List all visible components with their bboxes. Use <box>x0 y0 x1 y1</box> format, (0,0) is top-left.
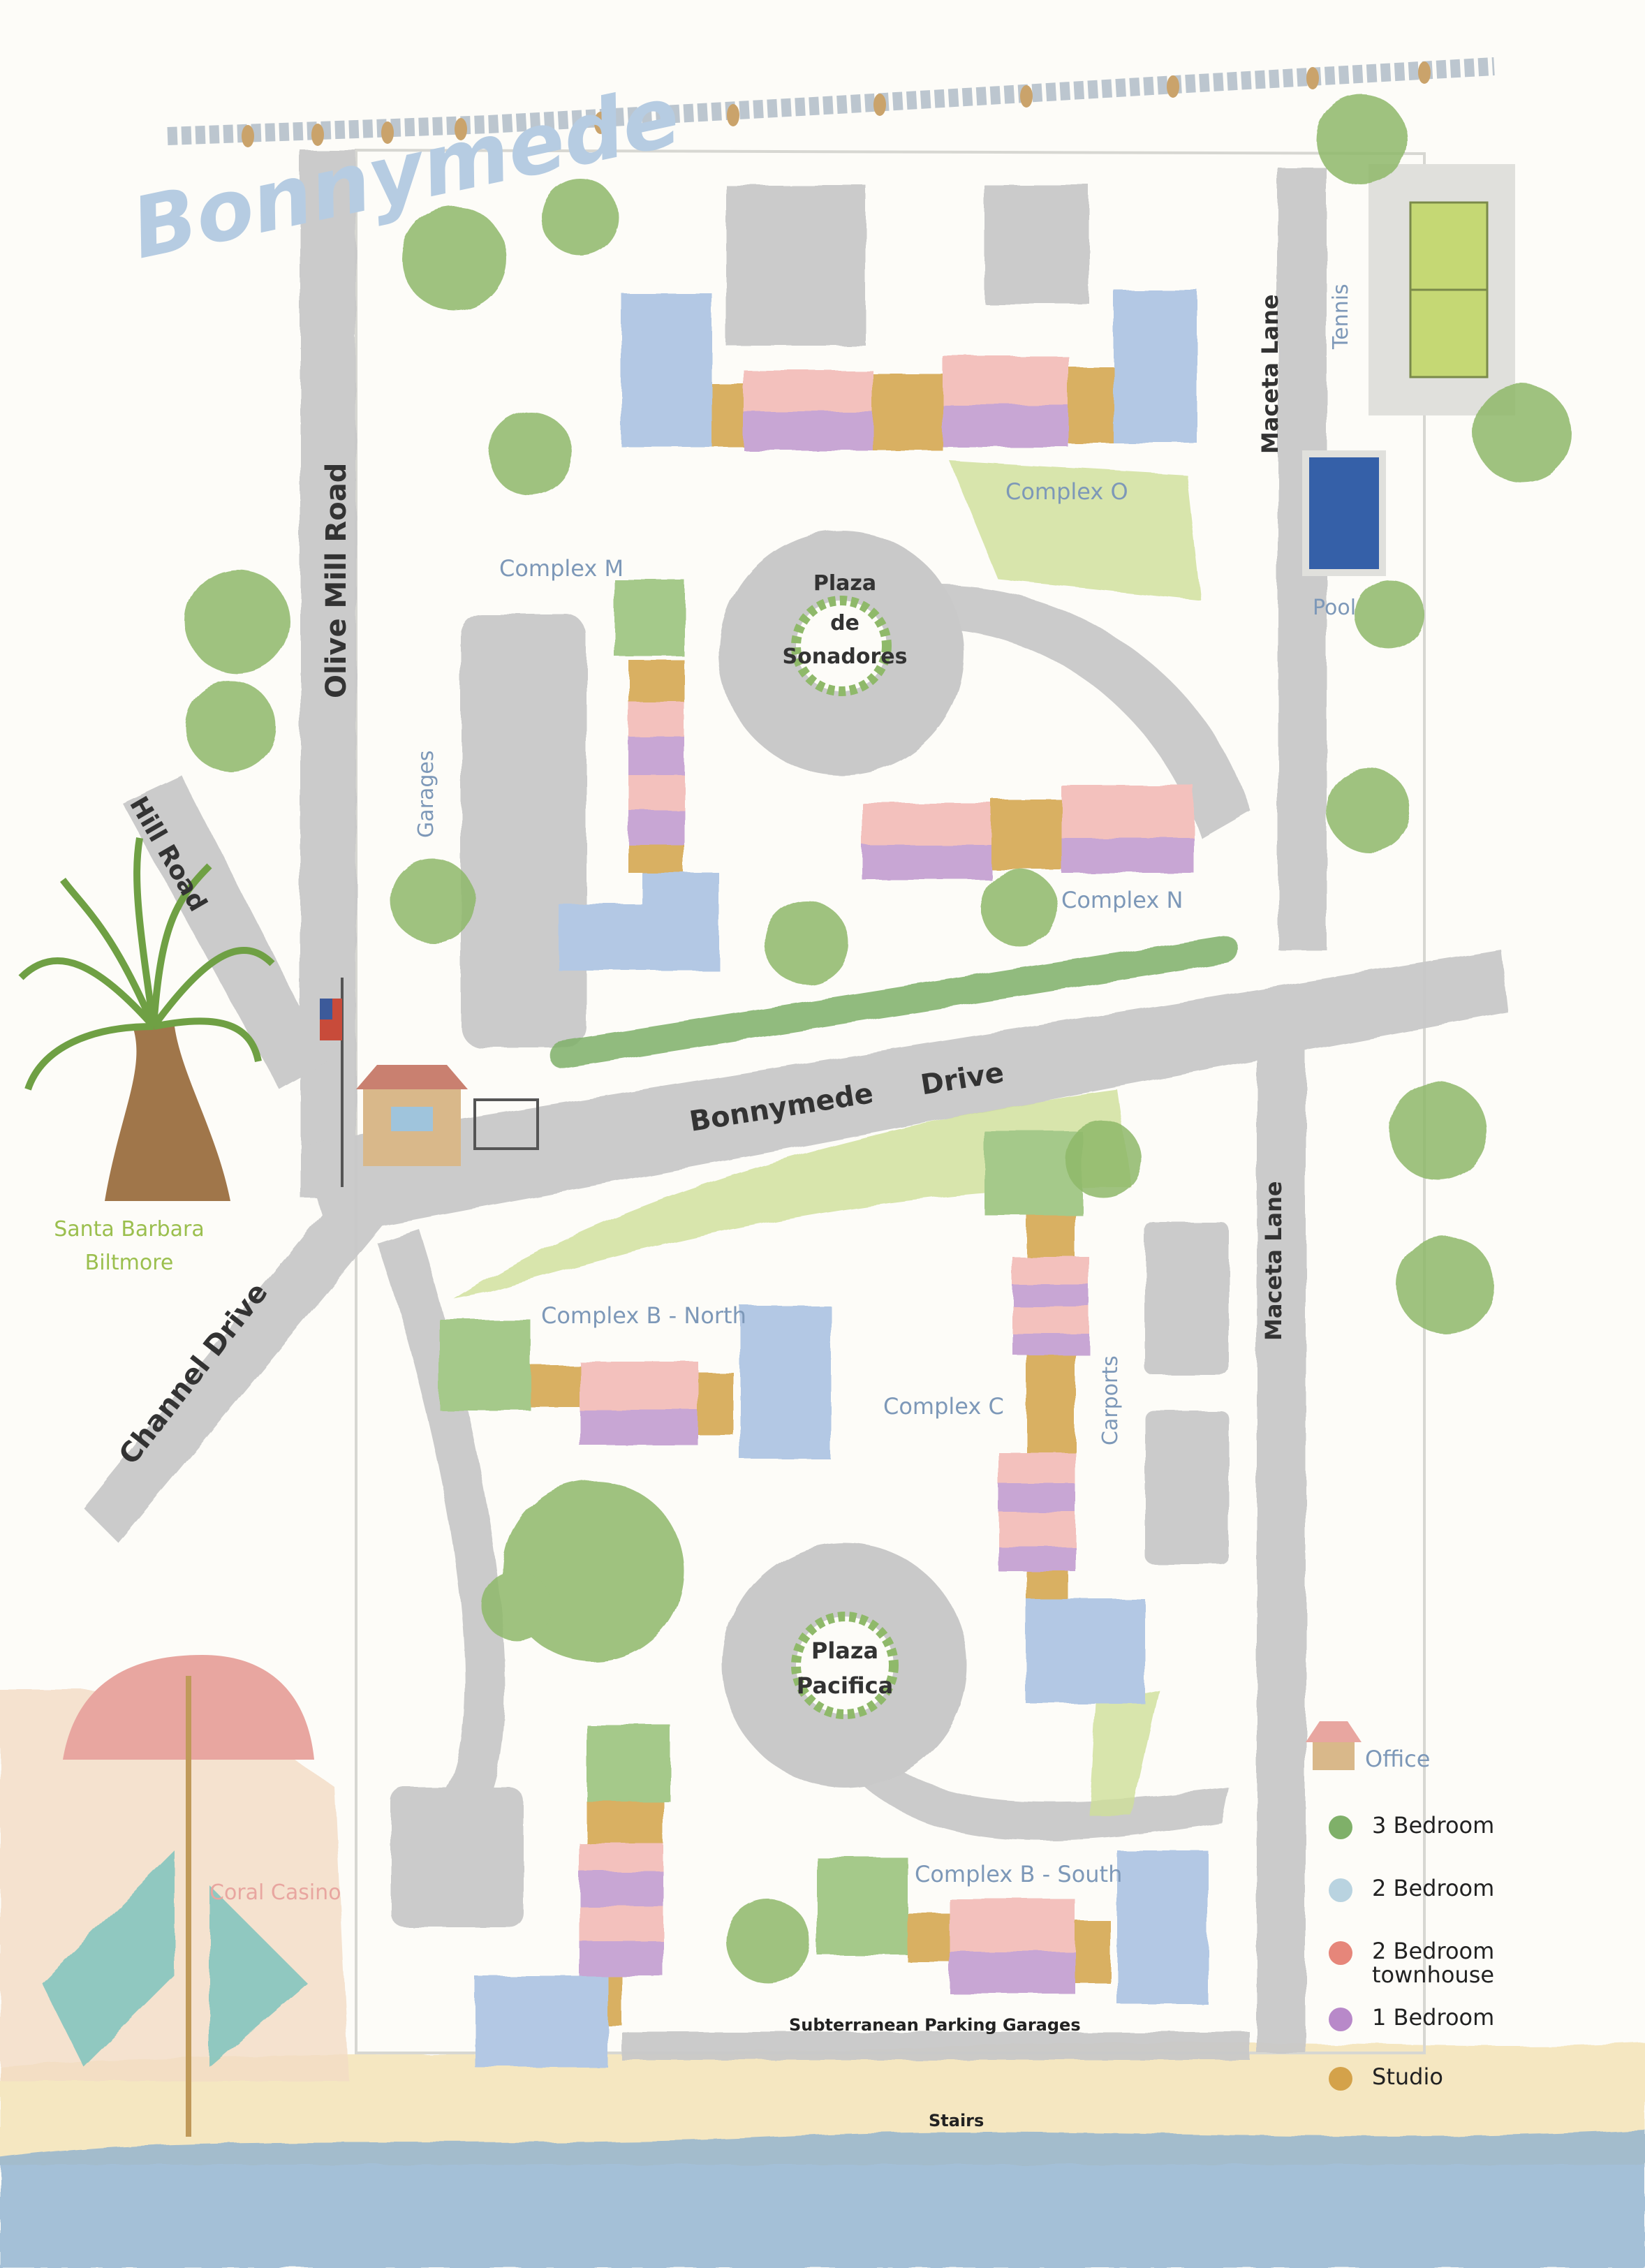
tree <box>726 1899 810 1983</box>
tree <box>1327 768 1410 852</box>
railroad <box>167 57 1495 147</box>
complex-m-label: Complex M <box>499 555 624 582</box>
bonnymede-drive <box>300 950 1508 1236</box>
tree <box>185 569 290 674</box>
legend-item-label: 2 Bedroom <box>1372 1875 1494 1901</box>
plaza-pacifica-line-2: Pacifica <box>797 1672 893 1699</box>
stairs-label: Stairs <box>929 2111 984 2130</box>
tree <box>391 859 475 943</box>
legend-item-label: townhouse <box>1372 1961 1494 1988</box>
complex-o-buildings <box>621 290 1197 450</box>
office-icon <box>1306 1721 1362 1770</box>
garage-block <box>461 614 587 1047</box>
legend-item: 1 Bedroom <box>1329 2004 1494 2031</box>
legend-item: Studio <box>1329 2063 1443 2091</box>
property-boundary <box>355 148 1426 2054</box>
lawns <box>454 461 1201 1816</box>
plaza-sonadores-label: Plaza de Sonadores <box>783 571 908 669</box>
plaza-pacifica-label: Plaza Pacifica <box>797 1637 893 1699</box>
tree <box>765 901 848 985</box>
santa-barbara-label: Santa Barbara Biltmore <box>54 1217 205 1275</box>
north-building-east <box>984 185 1089 304</box>
flag-icon <box>320 978 344 1187</box>
coral-casino-label: Coral Casino <box>209 1880 341 1905</box>
olive-mill-road-label: Olive Mill Road <box>320 463 353 698</box>
complex-o-label: Complex O <box>1005 478 1128 505</box>
umbrella-icon <box>63 1655 314 2137</box>
complex-b-south-label: Complex B - South <box>915 1861 1122 1887</box>
complex-b-north-buildings <box>440 1306 831 1459</box>
southwest-lot <box>391 1788 524 1927</box>
tree <box>185 681 276 772</box>
legend-item-label: 1 Bedroom <box>1372 2004 1494 2031</box>
gatehouse-icon <box>356 1065 539 1166</box>
parking-label: Subterranean Parking Garages <box>789 2015 1081 2035</box>
tree <box>1389 1082 1487 1180</box>
complex-n-buildings <box>862 786 1194 880</box>
tree <box>1316 94 1407 185</box>
beach <box>0 2042 1645 2165</box>
tree <box>1473 384 1571 482</box>
complex-n-label: Complex N <box>1061 887 1183 913</box>
plaza-pacifica-line-1: Plaza <box>811 1637 878 1664</box>
maceta-lane-north-label: Maceta Lane <box>1257 294 1283 454</box>
tree <box>981 869 1058 946</box>
legend-swatch <box>1329 2067 1352 2091</box>
plaza-sonadores-line-3: Sonadores <box>783 645 908 669</box>
legend-swatch <box>1329 1816 1352 1839</box>
complex-c-buildings <box>984 1131 1145 1704</box>
legend-item-label: 3 Bedroom <box>1372 1812 1494 1839</box>
legend-swatch <box>1329 1941 1352 1965</box>
santa-barbara-line-1: Santa Barbara <box>54 1217 205 1242</box>
complex-c-label: Complex C <box>883 1393 1004 1420</box>
maceta-lane-south-label: Maceta Lane <box>1260 1181 1287 1341</box>
hedge <box>548 935 1239 1069</box>
complex-b-south-buildings <box>475 1725 1208 2067</box>
plaza-pacifica <box>723 1543 967 1788</box>
legend-office-label: Office <box>1365 1746 1430 1772</box>
palm-tree-icon <box>18 837 275 1201</box>
complex-m-buildings <box>559 580 719 971</box>
pool-label: Pool <box>1313 596 1356 620</box>
tree <box>401 206 506 311</box>
tree <box>1355 580 1424 649</box>
legend-item-label: Studio <box>1372 2063 1443 2090</box>
beach-walk <box>621 2032 1250 2060</box>
tree <box>1396 1236 1494 1334</box>
plaza-sonadores-line-2: de <box>830 611 860 635</box>
west-drive <box>377 1229 506 1802</box>
legend-item: 3 Bedroom <box>1329 1812 1494 1839</box>
legend-item-label: 2 Bedroom <box>1372 1938 1494 1964</box>
plaza-sonadores <box>719 531 964 775</box>
santa-barbara-line-2: Biltmore <box>85 1251 174 1275</box>
maceta-lane-south <box>1257 992 1306 2053</box>
coral-casino <box>0 1690 349 2081</box>
pool-water <box>1302 450 1386 576</box>
tree <box>482 1571 552 1641</box>
channel-drive <box>84 1180 391 1543</box>
legend-swatch <box>1329 2008 1352 2031</box>
ocean <box>0 2130 1645 2268</box>
tree <box>489 412 573 496</box>
carport-south <box>1145 1411 1229 1564</box>
trees <box>185 94 1571 1983</box>
legend-item: 2 Bedroom <box>1329 1875 1494 1902</box>
tennis-label: Tennis <box>1329 284 1353 350</box>
plaza-sonadores-line-1: Plaza <box>813 571 876 596</box>
garages-label: Garages <box>414 751 438 838</box>
complex-b-north-label: Complex B - North <box>541 1302 746 1329</box>
carport-north <box>1145 1222 1229 1376</box>
lawn-complex-o <box>950 461 1201 601</box>
tree <box>541 178 618 255</box>
lawn-pacifica <box>1089 1690 1159 1816</box>
tree <box>1065 1121 1142 1198</box>
legend-swatch <box>1329 1878 1352 1902</box>
carports-label: Carports <box>1098 1355 1123 1445</box>
lawn-bonnymede <box>454 1089 1131 1299</box>
north-building-west <box>726 185 866 346</box>
hill-road <box>122 775 328 1089</box>
